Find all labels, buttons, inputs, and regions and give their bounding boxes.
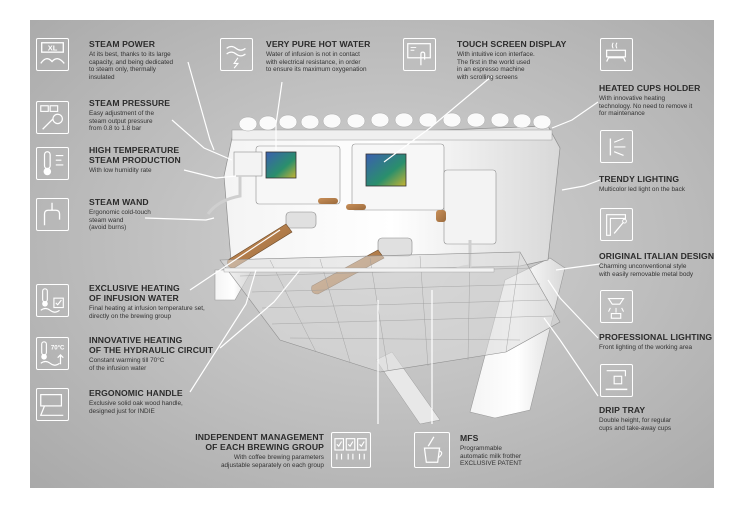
feature-title: MFS	[460, 433, 479, 443]
xl-boiler-icon: XL	[36, 38, 69, 71]
feature-title: TOUCH SCREEN DISPLAY	[457, 39, 567, 49]
leader-hydraulic	[219, 269, 301, 349]
thermometer-70-icon: 70°C	[36, 337, 69, 370]
leader-handle	[189, 269, 257, 393]
leader-cups	[551, 101, 599, 129]
handle-icon	[36, 388, 69, 421]
leader-trendy	[561, 179, 601, 191]
leader-steam-pressure	[171, 119, 233, 161]
drip-tray-icon	[600, 364, 633, 397]
lamp-icon	[600, 290, 633, 323]
led-light-icon	[600, 130, 633, 163]
feature-description: Final heating at infusion temperature se…	[89, 305, 205, 320]
leader-pro-light	[547, 279, 599, 339]
thermometer-icon	[36, 147, 69, 180]
xl-label: XL	[48, 44, 58, 53]
middle-screen	[365, 153, 407, 187]
temp-label: 70°C	[51, 344, 65, 351]
steam-wand-knob-middle	[346, 204, 366, 210]
feature-description: Front lighting of the working area	[599, 344, 693, 351]
steam-box	[233, 151, 263, 177]
feature-title: DRIP TRAY	[599, 405, 646, 415]
feature-title: ERGONOMIC HANDLE	[89, 388, 183, 398]
feature-title: VERY PURE HOT WATER	[266, 39, 371, 49]
feature-title: HEATED CUPS HOLDER	[599, 83, 701, 93]
design-tools-icon	[600, 208, 633, 241]
feature-title: ORIGINAL ITALIAN DESIGN	[599, 251, 715, 261]
left-steam-wand	[206, 176, 242, 215]
feature-description: With intuitive icon interface.The first …	[457, 51, 535, 81]
leader-high-temp	[183, 169, 237, 179]
infusion-heating-icon	[36, 284, 69, 317]
touch-screen-icon	[403, 38, 436, 71]
left-portafilter-body	[285, 211, 317, 229]
feature-title: STEAM WAND	[89, 197, 149, 207]
hot-water-icon	[220, 38, 253, 71]
leader-infusion	[189, 229, 281, 291]
pressure-gauge-icon	[36, 101, 69, 134]
leader-steam-wand	[144, 217, 215, 221]
brewing-groups-icon	[331, 432, 371, 468]
feature-description: Exclusive solid oak wood handle,designed…	[89, 400, 183, 415]
hand-wand-icon	[36, 198, 69, 231]
feature-title: PROFESSIONAL LIGHTING	[599, 332, 713, 342]
front-lip	[223, 267, 495, 273]
feature-title: STEAM POWER	[89, 39, 156, 49]
leader-touch	[383, 75, 493, 163]
cup-rack	[231, 129, 553, 141]
feature-description: Multicolor led light on the back	[599, 186, 685, 193]
leader-hot-water	[275, 81, 283, 150]
cups	[238, 112, 552, 132]
feature-title: TRENDY LIGHTING	[599, 174, 680, 184]
feature-description: With low humidity rate	[89, 167, 152, 174]
left-screen	[265, 151, 297, 179]
heated-cups-icon	[600, 38, 633, 71]
steam-wand-knob-right	[436, 210, 446, 222]
leader-steam-power	[187, 61, 215, 151]
milk-frother-icon	[414, 432, 450, 468]
leader-drip	[543, 317, 599, 397]
leader-italian	[555, 263, 601, 271]
steam-wand-knob-left	[318, 198, 338, 204]
feature-title: STEAM PRESSURE	[89, 98, 171, 108]
